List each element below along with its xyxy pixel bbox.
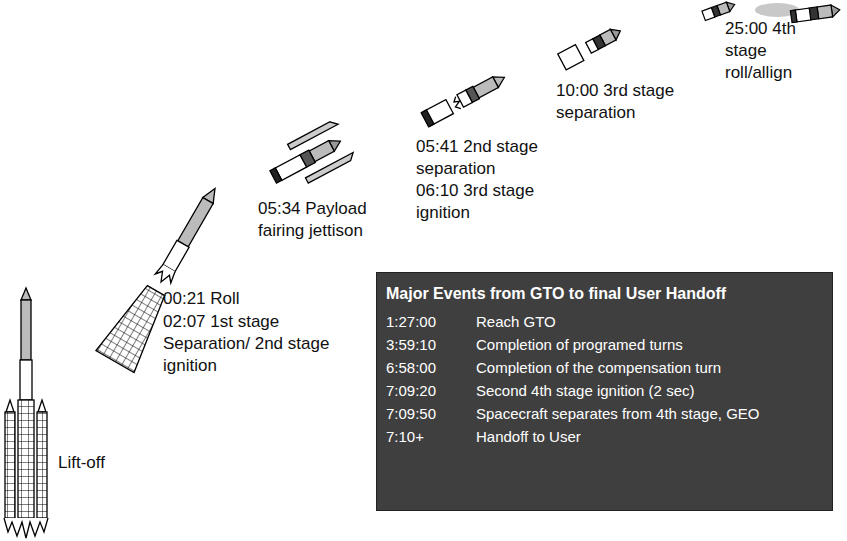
event-label: 02:07 1st stage Separation/ 2nd stage ig…: [163, 311, 338, 377]
stage4-burn: [790, 4, 840, 23]
event-time: 3:59:10: [386, 336, 436, 353]
stage3-separation: [558, 23, 625, 70]
event-label: 00:21 Roll: [163, 288, 343, 310]
event-time: 6:58:00: [386, 359, 436, 376]
event-description: Completion of the compensation turn: [476, 359, 721, 376]
stage2-separation: [421, 70, 508, 126]
events-panel: Major Events from GTO to final User Hand…: [376, 272, 833, 511]
event-label: 05:34 Payload fairing jettison: [258, 198, 398, 242]
event-label: 10:00 3rd stage separation: [556, 80, 696, 124]
event-time: 7:09:20: [386, 382, 436, 399]
event-description: Spacecraft separates from 4th stage, GEO: [476, 405, 759, 422]
liftoff-rocket: [4, 288, 48, 538]
event-label: 06:10 3rd stage ignition: [416, 180, 566, 224]
event-time: 7:10+: [386, 428, 424, 445]
event-description: Reach GTO: [476, 313, 556, 330]
stage4-roll: [702, 0, 736, 20]
event-label: 25:00 4th stage roll/allign: [725, 18, 825, 84]
event-description: Completion of programed turns: [476, 336, 683, 353]
fairing-jettison: [263, 119, 356, 196]
event-description: Handoff to User: [476, 428, 581, 445]
event-label: Lift-off: [58, 452, 138, 474]
event-label: 05:41 2nd stage separation: [416, 136, 566, 180]
event-time: 1:27:00: [386, 313, 436, 330]
panel-heading: Major Events from GTO to final User Hand…: [386, 285, 726, 303]
event-time: 7:09:50: [386, 405, 436, 422]
event-description: Second 4th stage ignition (2 sec): [476, 382, 694, 399]
